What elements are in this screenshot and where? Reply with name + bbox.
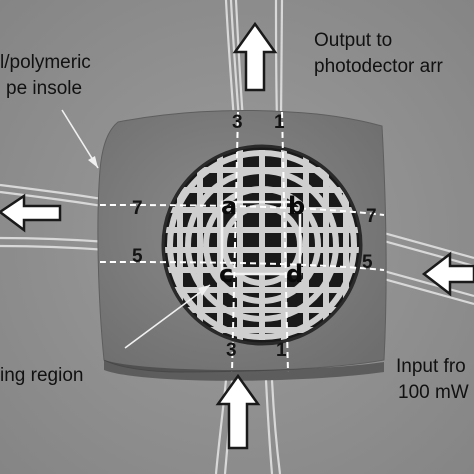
arrow-left-icon — [0, 193, 62, 233]
dashed-fiber-lines — [99, 111, 385, 373]
pad-shadow — [104, 360, 384, 381]
pointer-head-insole — [88, 156, 98, 168]
fiber-number-bottom-left: 3 — [226, 340, 237, 361]
corner-label-b: b — [288, 192, 305, 220]
sensing-grid — [161, 144, 363, 346]
fiber-number-top-right: 1 — [274, 112, 285, 133]
fiber-number-bottom-right: 1 — [276, 340, 287, 361]
fiber-number-right-top: 7 — [366, 206, 377, 227]
fiber-number-top-left: 3 — [232, 112, 243, 133]
pointer-head-region — [198, 285, 210, 296]
input-label-line2: 100 mW — [398, 382, 469, 403]
input-label-line1: Input fro — [396, 356, 466, 377]
output-label-line2: photodector arr — [314, 56, 444, 77]
sensing-region-box — [220, 200, 302, 276]
insole-label-line1: l/polymeric — [0, 52, 91, 73]
output-label-line1: Output to — [314, 30, 392, 51]
fiber-number-left-bottom: 5 — [132, 246, 143, 267]
arrow-up-icon — [215, 373, 261, 450]
sensing-region-label: ing region — [0, 365, 83, 386]
corner-label-a: a — [221, 192, 237, 220]
corner-label-d: d — [286, 260, 303, 288]
fiber-number-right-bottom: 5 — [362, 252, 373, 273]
arrow-up-icon — [232, 21, 278, 92]
corner-label-c: c — [219, 260, 233, 288]
insole-label-line2: pe insole — [6, 78, 82, 99]
arrow-left-icon — [421, 251, 474, 297]
fiber-number-left-top: 7 — [132, 198, 143, 219]
